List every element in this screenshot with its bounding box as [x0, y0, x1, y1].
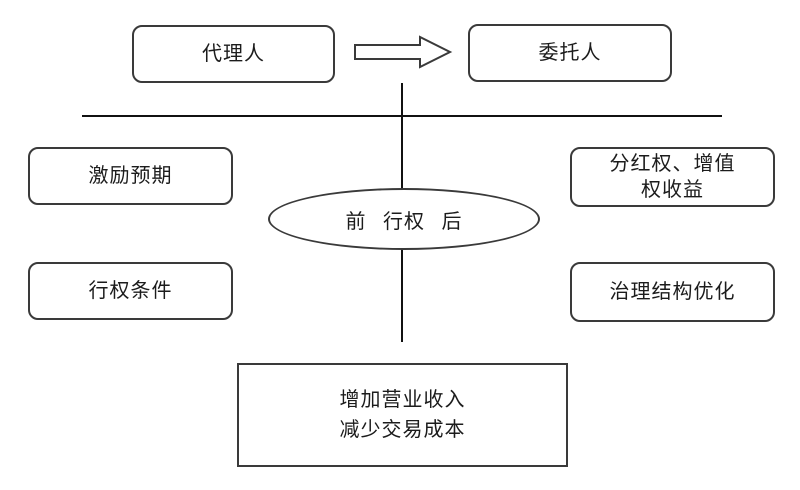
right-block-arrow-icon	[354, 35, 453, 69]
node-exercise-timeline: 前 行权 后	[268, 188, 540, 250]
node-exercise-condition: 行权条件	[28, 262, 233, 320]
node-outcome-line2: 减少交易成本	[339, 419, 466, 441]
node-principal: 委托人	[468, 24, 672, 82]
node-incentive-expectation: 激励预期	[28, 147, 233, 205]
node-exercise-condition-label: 行权条件	[88, 280, 173, 302]
node-outcome: 增加营业收入 减少交易成本	[237, 363, 568, 467]
node-governance-optimization: 治理结构优化	[570, 262, 775, 322]
node-dividend-rights-line2: 权收益	[641, 179, 704, 201]
node-dividend-rights-line1: 分红权、增值	[609, 153, 736, 175]
node-governance-optimization-label: 治理结构优化	[609, 281, 736, 303]
node-dividend-rights-label: 分红权、增值权收益	[610, 151, 736, 203]
node-outcome-line1: 增加营业收入	[339, 389, 466, 411]
node-agent: 代理人	[132, 25, 335, 83]
node-dividend-rights: 分红权、增值权收益	[570, 147, 775, 207]
node-exercise-timeline-label: 前 行权 后	[345, 210, 463, 233]
node-principal-label: 委托人	[538, 42, 602, 64]
node-agent-label: 代理人	[202, 43, 265, 65]
node-incentive-expectation-label: 激励预期	[88, 165, 173, 187]
